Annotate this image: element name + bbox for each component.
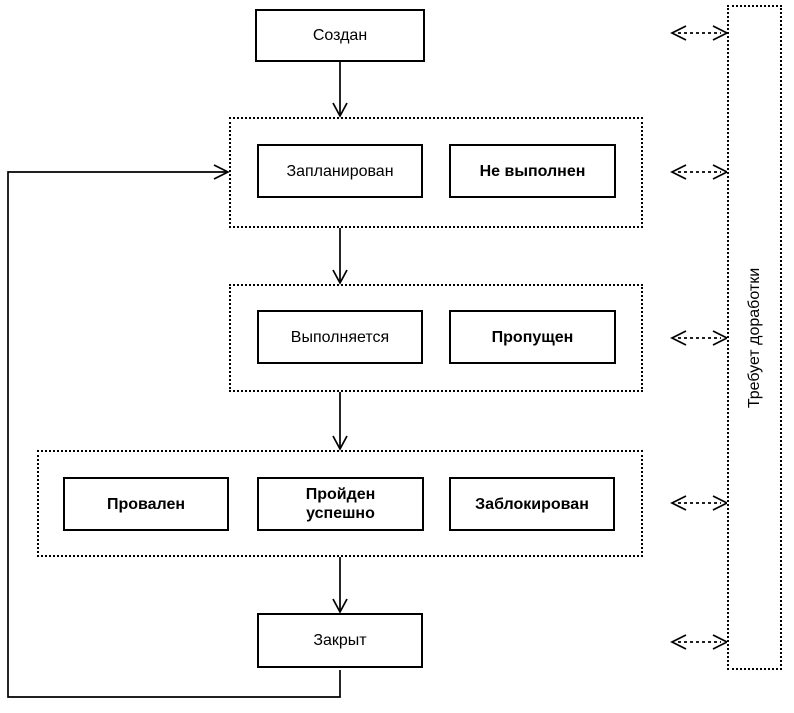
node-created: Создан [255, 9, 425, 62]
node-closed: Закрыт [257, 613, 423, 668]
flow-arrow-created-to-planned [332, 62, 348, 118]
node-passed: Пройден успешно [257, 477, 424, 531]
rework-arrow-planned [670, 164, 729, 180]
rework-state-bar: Требует доработки [727, 5, 782, 670]
node-passed-line2: успешно [306, 505, 375, 522]
group-running [229, 284, 643, 392]
flow-arrow-result-to-closed [332, 557, 348, 614]
node-planned: Запланирован [257, 144, 423, 198]
group-planned [229, 117, 643, 228]
node-not-executed: Не выполнен [449, 144, 616, 198]
group-result [37, 450, 643, 557]
rework-arrow-created [670, 25, 729, 41]
rework-arrow-closed [670, 634, 729, 650]
flow-arrow-planned-to-running [332, 228, 348, 285]
node-passed-line1: Пройден [305, 486, 376, 503]
rework-arrow-result [670, 495, 729, 511]
flow-arrow-running-to-result [332, 392, 348, 451]
rework-arrow-running [670, 330, 729, 346]
node-blocked: Заблокирован [449, 477, 615, 531]
node-skipped: Пропущен [449, 310, 616, 364]
rework-state-label: Требует доработки [745, 267, 763, 408]
node-failed: Провален [63, 477, 229, 531]
node-in-progress: Выполняется [257, 310, 423, 364]
